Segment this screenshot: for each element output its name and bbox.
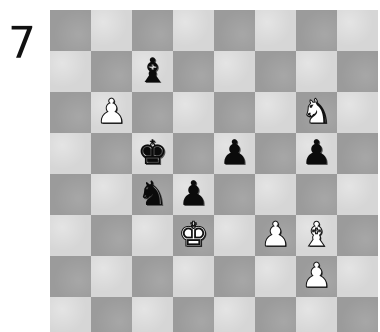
square-b2[interactable] <box>91 256 132 297</box>
square-a7[interactable] <box>50 51 91 92</box>
square-e6[interactable] <box>214 92 255 133</box>
square-d6[interactable] <box>173 92 214 133</box>
square-b1[interactable] <box>91 297 132 332</box>
square-e3[interactable] <box>214 215 255 256</box>
chess-board: ♝♟♞♚♟♟♞♟♚♟♝♟ <box>50 10 380 332</box>
square-a3[interactable] <box>50 215 91 256</box>
square-f1[interactable] <box>255 297 296 332</box>
square-d7[interactable] <box>173 51 214 92</box>
square-e1[interactable] <box>214 297 255 332</box>
square-f4[interactable] <box>255 174 296 215</box>
square-h5[interactable] <box>337 133 378 174</box>
square-f8[interactable] <box>255 10 296 51</box>
white-pawn-icon[interactable]: ♟ <box>255 215 296 256</box>
square-f5[interactable] <box>255 133 296 174</box>
black-bishop-icon[interactable]: ♝ <box>132 51 173 92</box>
square-e8[interactable] <box>214 10 255 51</box>
white-pawn-icon[interactable]: ♟ <box>296 256 337 297</box>
square-e4[interactable] <box>214 174 255 215</box>
square-g4[interactable] <box>296 174 337 215</box>
square-c8[interactable] <box>132 10 173 51</box>
white-knight-icon[interactable]: ♞ <box>296 92 337 133</box>
black-king-icon[interactable]: ♚ <box>132 133 173 174</box>
square-a2[interactable] <box>50 256 91 297</box>
square-h1[interactable] <box>337 297 378 332</box>
black-pawn-icon[interactable]: ♟ <box>173 174 214 215</box>
square-d2[interactable] <box>173 256 214 297</box>
square-h6[interactable] <box>337 92 378 133</box>
square-h2[interactable] <box>337 256 378 297</box>
square-h3[interactable] <box>337 215 378 256</box>
square-d8[interactable] <box>173 10 214 51</box>
square-f6[interactable] <box>255 92 296 133</box>
square-b4[interactable] <box>91 174 132 215</box>
square-g8[interactable] <box>296 10 337 51</box>
square-h8[interactable] <box>337 10 378 51</box>
square-g7[interactable] <box>296 51 337 92</box>
square-e2[interactable] <box>214 256 255 297</box>
black-pawn-icon[interactable]: ♟ <box>214 133 255 174</box>
square-a4[interactable] <box>50 174 91 215</box>
square-g1[interactable] <box>296 297 337 332</box>
square-d1[interactable] <box>173 297 214 332</box>
square-c2[interactable] <box>132 256 173 297</box>
white-king-icon[interactable]: ♚ <box>173 215 214 256</box>
square-b8[interactable] <box>91 10 132 51</box>
square-c3[interactable] <box>132 215 173 256</box>
white-bishop-icon[interactable]: ♝ <box>296 215 337 256</box>
square-a5[interactable] <box>50 133 91 174</box>
square-f7[interactable] <box>255 51 296 92</box>
square-h7[interactable] <box>337 51 378 92</box>
white-pawn-icon[interactable]: ♟ <box>91 92 132 133</box>
square-c1[interactable] <box>132 297 173 332</box>
square-b3[interactable] <box>91 215 132 256</box>
square-e7[interactable] <box>214 51 255 92</box>
square-a8[interactable] <box>50 10 91 51</box>
square-c6[interactable] <box>132 92 173 133</box>
square-a1[interactable] <box>50 297 91 332</box>
puzzle-number: 7 <box>8 22 44 66</box>
black-knight-icon[interactable]: ♞ <box>132 174 173 215</box>
square-h4[interactable] <box>337 174 378 215</box>
square-d5[interactable] <box>173 133 214 174</box>
square-a6[interactable] <box>50 92 91 133</box>
square-b7[interactable] <box>91 51 132 92</box>
black-pawn-icon[interactable]: ♟ <box>296 133 337 174</box>
square-b5[interactable] <box>91 133 132 174</box>
square-f2[interactable] <box>255 256 296 297</box>
